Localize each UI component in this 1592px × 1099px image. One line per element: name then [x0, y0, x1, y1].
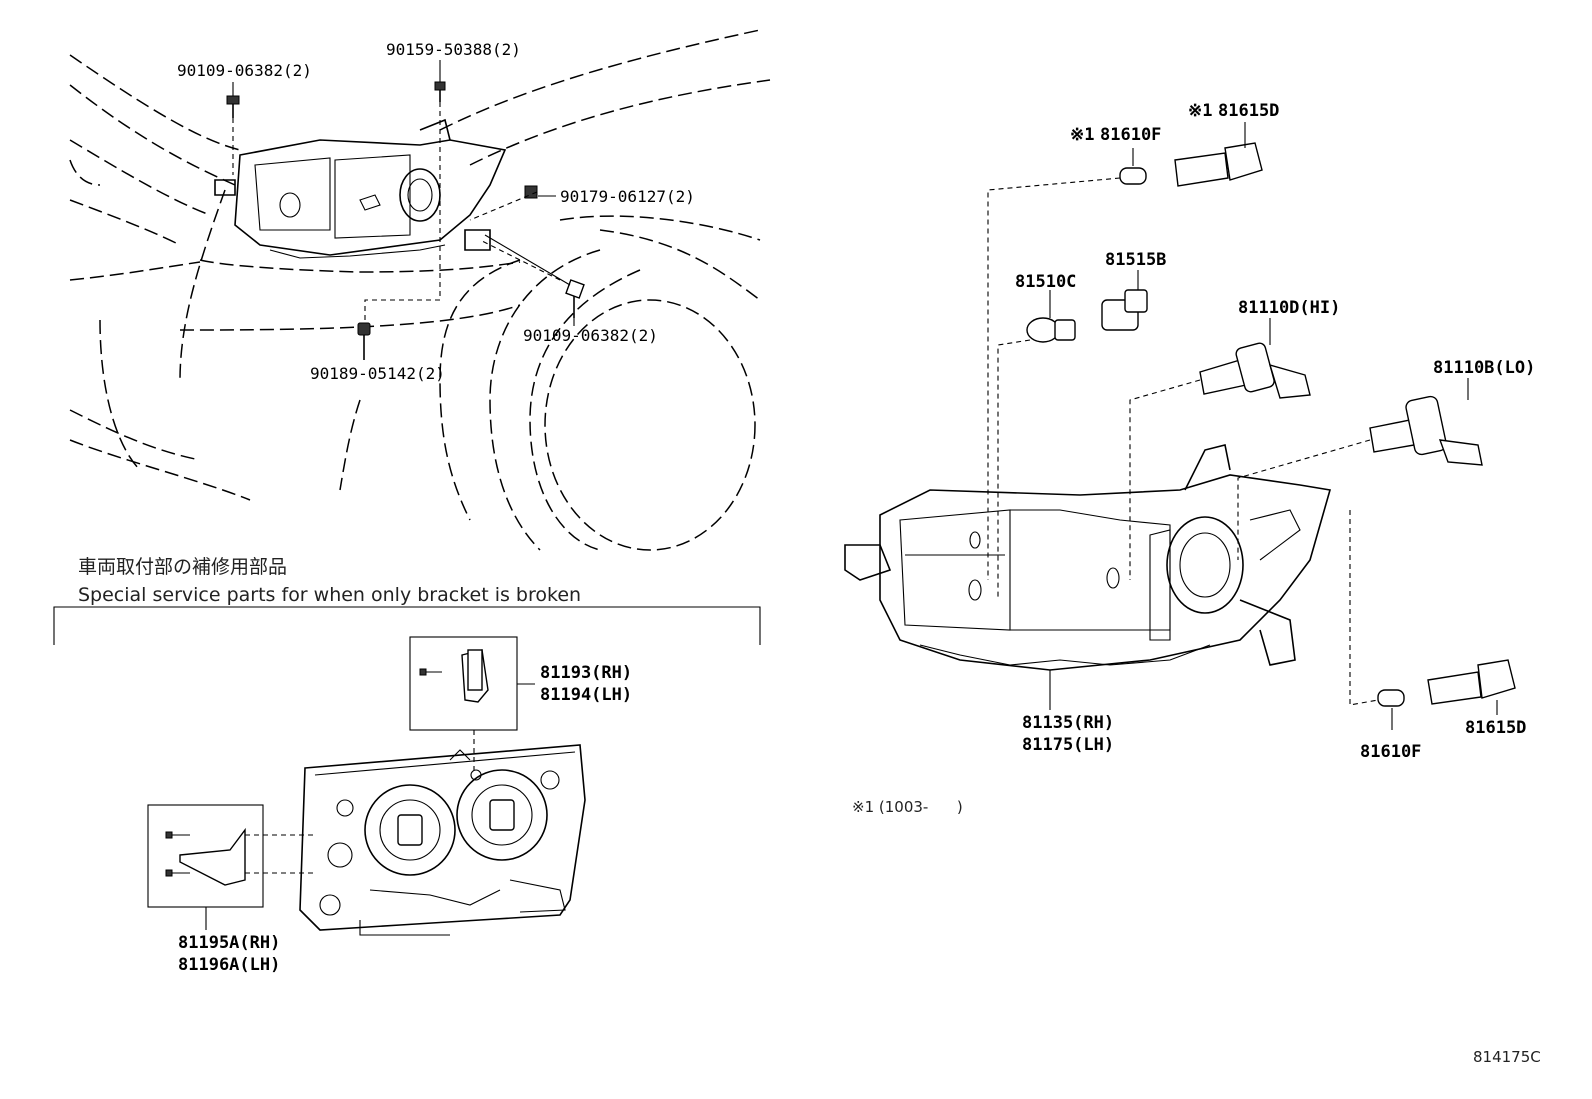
label-81135-rh: 81135(RH) — [1022, 713, 1114, 733]
vehicle-front-illustration — [69, 29, 771, 551]
label-90109-06382-top: 90109-06382(2) — [177, 61, 312, 80]
label-81510c: 81510C — [1015, 272, 1076, 292]
label-90189-05142: 90189-05142(2) — [310, 364, 445, 383]
clip-90189-icon — [357, 322, 371, 360]
label-81195a-rh: 81195A(RH) — [178, 933, 280, 953]
en-heading: Special service parts for when only brac… — [78, 584, 581, 606]
label-81615d-bottom: 81615D — [1465, 718, 1526, 738]
label-90179-06127: 90179-06127(2) — [560, 187, 695, 206]
label-81110b-lo: 81110B(LO) — [1433, 358, 1535, 378]
label-81515b: 81515B — [1105, 250, 1166, 270]
label-90159-50388: 90159-50388(2) — [386, 40, 521, 59]
bulb-81610f-top-icon — [1119, 167, 1147, 185]
label-81615d-top: 81615D — [1218, 101, 1279, 121]
bulb-81110d-hi-icon — [1199, 342, 1311, 399]
section-bracket — [53, 606, 761, 645]
bulb-81615d-bottom-icon — [1427, 659, 1516, 705]
label-81610f-bottom: 81610F — [1360, 742, 1421, 762]
label-81610f-top: 81610F — [1100, 125, 1161, 145]
bracket-81195-box — [147, 804, 264, 908]
label-90109-06382-mid: 90109-06382(2) — [523, 326, 658, 345]
headlamp-assembly — [844, 444, 1332, 671]
jp-heading: 車両取付部の補修用部品 — [78, 556, 287, 578]
bulb-81615d-top-icon — [1174, 142, 1263, 187]
bracket-81193-box — [409, 636, 518, 731]
bulb-81110b-lo-icon — [1369, 395, 1483, 466]
bulb-81610f-bottom-icon — [1377, 689, 1405, 707]
diagram-id: 814175C — [1473, 1048, 1541, 1066]
label-81193-rh: 81193(RH) — [540, 663, 632, 683]
label-81194-lh: 81194(LH) — [540, 685, 632, 705]
bulb-81510c-icon — [1026, 317, 1076, 343]
headlamp-rear-view — [299, 744, 586, 936]
footnote-1003: ※1 (1003- ) — [852, 798, 963, 816]
bolt-90109-top-icon — [226, 95, 240, 118]
label-81110d-hi: 81110D(HI) — [1238, 298, 1340, 318]
mark-1-81615d: ※1 — [1188, 101, 1212, 121]
label-81196a-lh: 81196A(LH) — [178, 955, 280, 975]
bolt-90109-mid-icon — [565, 279, 585, 318]
bolt-90159-icon — [434, 81, 446, 102]
label-81175-lh: 81175(LH) — [1022, 735, 1114, 755]
socket-81515b-icon — [1101, 289, 1148, 331]
mark-1-81610f: ※1 — [1070, 125, 1094, 145]
